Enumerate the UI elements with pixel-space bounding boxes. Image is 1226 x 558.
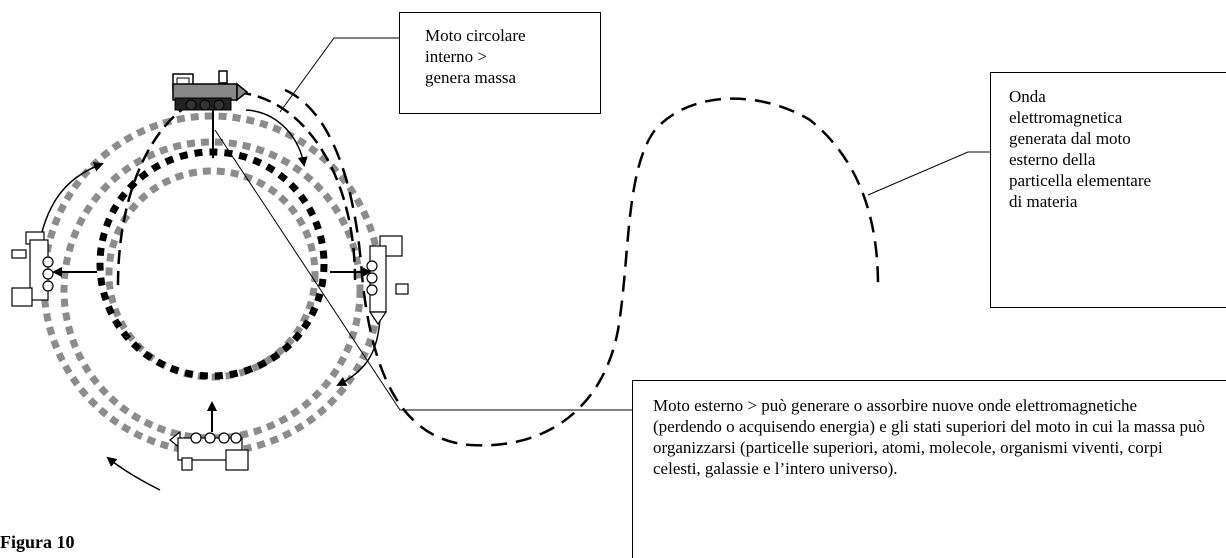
gray-ring-middle [60, 138, 364, 442]
gray-ring-inner [105, 167, 319, 381]
internal-motion-label: Moto circolare interno > genera massa [399, 12, 601, 114]
outer-motion-arrows [41, 109, 381, 491]
locomotive-icon [172, 70, 249, 111]
external-motion-label: Moto esterno > può generare o assorbire … [632, 380, 1226, 558]
arrow-icon [41, 162, 104, 233]
wave-label: Onda elettromagnetica generata dal moto … [990, 72, 1226, 308]
locomotive-icon [169, 430, 249, 471]
arrow-icon [245, 109, 308, 167]
leader-internal [279, 37, 399, 113]
locomotive-icon [11, 231, 54, 307]
leader-external [214, 129, 632, 411]
arrow-icon [336, 317, 381, 386]
arrow-icon [106, 456, 161, 491]
internal-dashed-arc [116, 90, 357, 286]
figure-caption: Figura 10 [0, 532, 75, 552]
leader-wave [867, 151, 990, 196]
leader-lines [214, 37, 990, 411]
locomotive-icon [366, 235, 409, 326]
